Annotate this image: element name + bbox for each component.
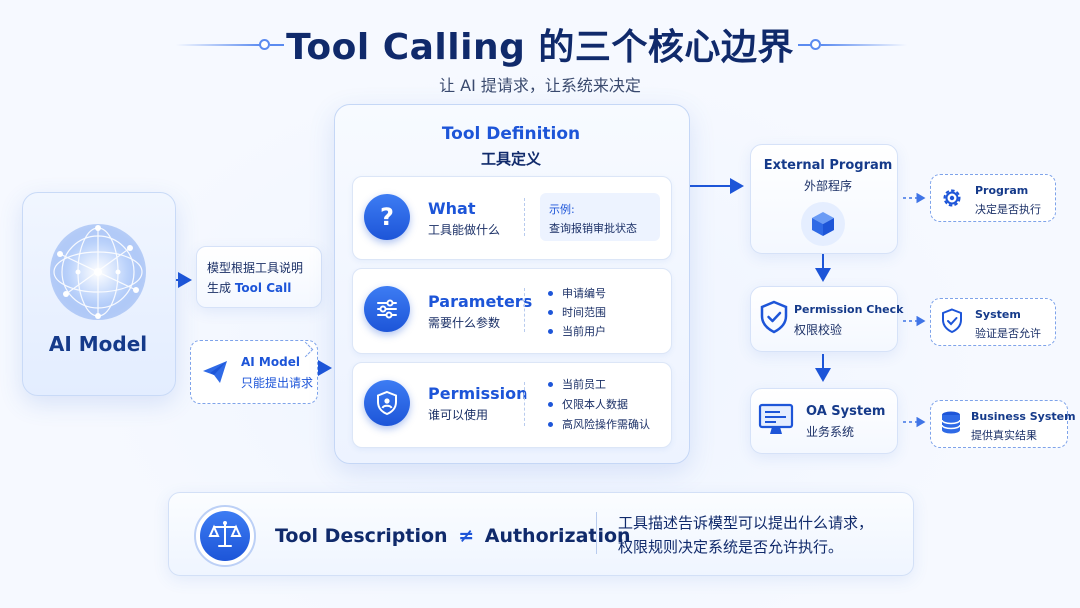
tool-definition-subtitle: 工具定义 — [480, 150, 541, 168]
page-title: Tool Calling 的三个核心边界 — [286, 27, 794, 68]
parameters-subtitle: 需要什么参数 — [428, 316, 501, 330]
external-program-subtitle: 外部程序 — [803, 179, 852, 193]
parameters-title: Parameters — [428, 292, 533, 311]
title-decoration-right-dot — [810, 39, 821, 50]
permission-item: 当前员工 — [548, 376, 606, 392]
page-subtitle: 让 AI 提请求，让系统来决定 — [439, 76, 641, 95]
shield-check-small-icon — [942, 308, 962, 334]
what-example-label: 示例: — [549, 203, 575, 216]
bottom-banner — [168, 492, 914, 576]
permission-divider — [524, 382, 525, 426]
scale-icon — [208, 521, 242, 547]
title-decoration-right-tail — [798, 44, 812, 46]
cube-icon — [812, 212, 834, 236]
program-note-title: Program — [975, 184, 1029, 197]
banner-divider — [596, 512, 597, 554]
bubble-title: AI Model — [241, 355, 300, 369]
external-program-title: External Program — [763, 158, 893, 173]
ai-request-bubble: AI Model 只能提出请求 — [190, 340, 318, 404]
tool-call-highlight: Tool Call — [234, 281, 292, 295]
title-decoration-right — [821, 44, 907, 46]
what-example-box — [540, 193, 660, 241]
parameters-divider — [524, 288, 525, 332]
monitor-icon — [758, 403, 794, 434]
ai-model-label: AI Model — [48, 332, 148, 356]
title-decoration-left — [176, 44, 262, 46]
oa-system-subtitle: 业务系统 — [806, 425, 855, 439]
system-note — [930, 298, 1056, 346]
what-example-value: 查询报销审批状态 — [549, 222, 637, 235]
system-note-subtitle: 验证是否允许 — [975, 327, 1041, 340]
shield-user-icon — [364, 380, 410, 426]
bubble-subtitle: 只能提出请求 — [241, 376, 314, 390]
system-note-title: System — [975, 308, 1021, 321]
permission-subtitle: 谁可以使用 — [428, 408, 489, 422]
permission-check-subtitle: 权限校验 — [794, 323, 843, 337]
parameter-item: 当前用户 — [548, 323, 606, 339]
not-equal-symbol: ≠ — [458, 525, 475, 547]
paper-plane-icon — [203, 361, 227, 383]
program-note-subtitle: 决定是否执行 — [975, 203, 1041, 216]
business-note-title: Business System — [971, 410, 1076, 423]
permission-item: 仅限本人数据 — [548, 396, 628, 412]
banner-line1: 工具描述告诉模型可以提出什么请求， — [618, 514, 874, 532]
sliders-icon — [364, 286, 410, 332]
what-subtitle: 工具能做什么 — [428, 223, 501, 237]
gear-icon — [943, 189, 961, 207]
permission-item: 高风险操作需确认 — [548, 416, 650, 432]
neural-globe-icon — [50, 224, 146, 320]
tool-call-note-line2: 生成 Tool Call — [207, 279, 291, 296]
permission-title: Permission — [428, 384, 528, 403]
tool-call-note-prefix: 生成 — [207, 281, 235, 295]
tool-call-note: 模型根据工具说明 生成 Tool Call — [196, 246, 322, 308]
what-title: What — [428, 199, 476, 218]
what-divider — [524, 198, 525, 236]
tool-call-note-line1: 模型根据工具说明 — [207, 261, 304, 275]
title-decoration-left-dot — [259, 39, 270, 50]
parameter-item: 时间范围 — [548, 304, 606, 320]
tool-definition-title: Tool Definition — [441, 124, 581, 144]
banner-tool-description: Tool Description — [275, 525, 448, 547]
parameter-item: 申请编号 — [548, 285, 606, 301]
oa-system-title: OA System — [806, 404, 886, 419]
question-icon: ? — [364, 194, 410, 240]
banner-line2: 权限规则决定系统是否允许执行。 — [618, 538, 844, 556]
banner-statement: Tool Description ≠ Authorization — [275, 525, 631, 547]
shield-check-icon — [760, 300, 788, 334]
business-note-subtitle: 提供真实结果 — [971, 429, 1037, 442]
database-icon — [941, 411, 961, 434]
banner-authorization: Authorization — [484, 525, 631, 547]
title-decoration-left-tail — [270, 44, 284, 46]
permission-check-title: Permission Check — [794, 303, 904, 316]
